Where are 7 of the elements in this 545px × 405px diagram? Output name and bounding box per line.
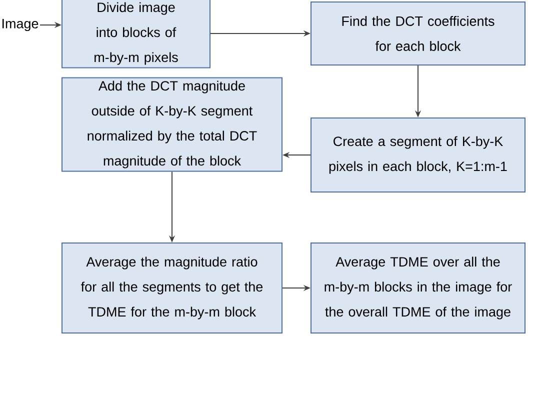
process-box: Divide image into blocks of m-by-m pixels [62,0,210,68]
process-box: Create a segment of K-by-K pixels in each block, K=1:m-1 [310,118,526,192]
input-label: Image [2,18,38,32]
process-box: Average TDME over all the m-by-m blocks in the image for the overall TDME of the image [310,242,526,334]
process-box: Average the magnitude ratio for all the segments to get the TDME for the m-by-m block [62,242,282,334]
process-box: Add the DCT magnitude outside of K-by-K segment normalized by the total DCT magnitude of the block [62,77,282,172]
process-box: Find the DCT coefficients for each block [310,2,526,66]
